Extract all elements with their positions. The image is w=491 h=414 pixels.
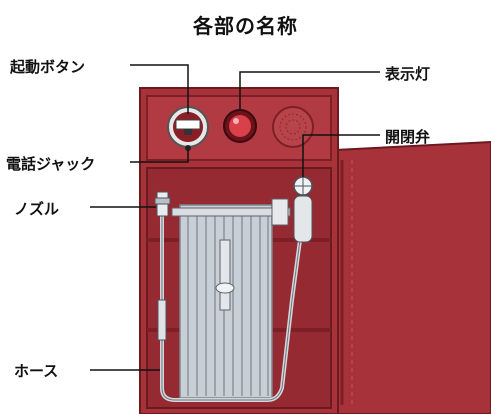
leader-lines: [90, 64, 380, 371]
speaker-grille: [272, 106, 314, 148]
leader-indicator-light: [239, 71, 380, 110]
valve[interactable]: [293, 176, 313, 243]
label-nozzle: ノズル: [14, 200, 60, 218]
leader-phone-jack: [130, 150, 189, 163]
leader-start-button: [130, 64, 189, 114]
leader-valve: [302, 134, 380, 177]
label-phone-jack: 電話ジャック: [6, 155, 96, 173]
label-valve: 開閉弁: [385, 128, 431, 146]
diagram-title: 各部の名称: [193, 14, 298, 38]
nozzle: [154, 191, 171, 341]
label-start-button: 起動ボタン: [10, 58, 86, 76]
cabinet-door: [334, 140, 491, 414]
label-indicator-light: 表示灯: [385, 65, 431, 83]
hose-rack: [171, 207, 291, 217]
label-hose: ホース: [14, 362, 59, 380]
indicator-light: [223, 109, 257, 143]
phone-jack: [185, 145, 191, 151]
folded-hose: [179, 204, 273, 399]
